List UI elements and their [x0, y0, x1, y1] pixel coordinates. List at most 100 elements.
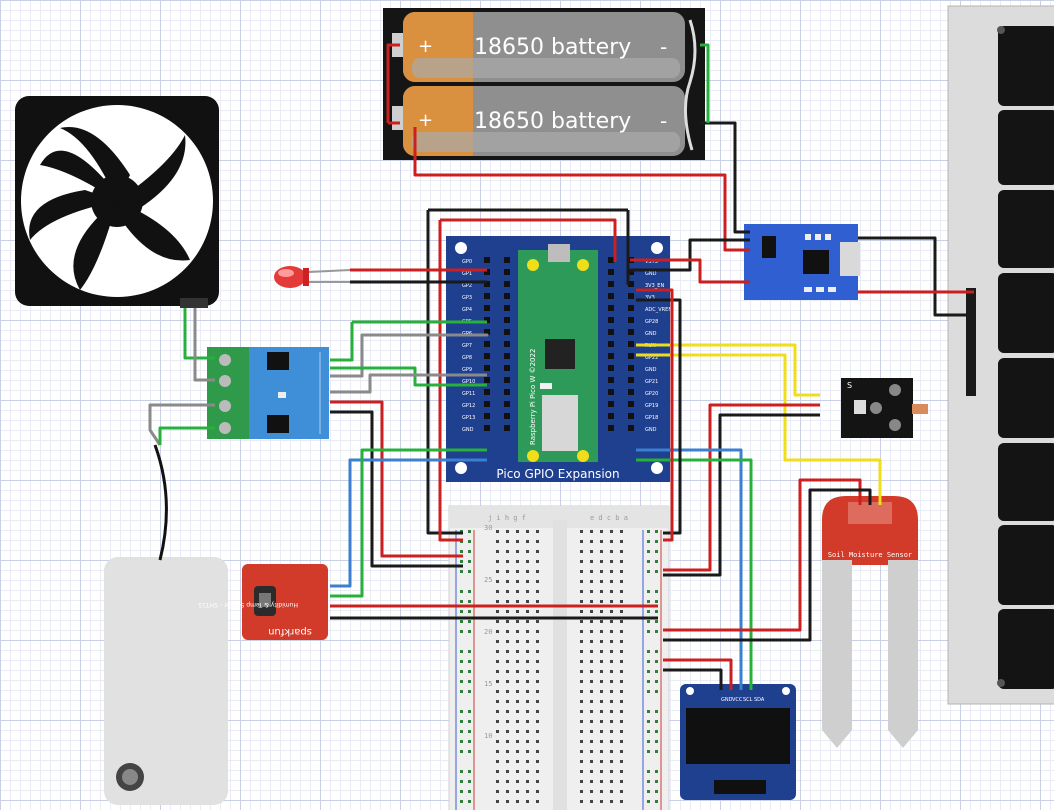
- breadboard-hole: [526, 670, 529, 673]
- ldr-signal-wire: [636, 343, 820, 397]
- battery-series-wire: [386, 43, 400, 123]
- cooling-fan[interactable]: [15, 96, 219, 308]
- battery-cell-1: + 18650 battery -: [403, 12, 685, 82]
- rail-hole: [655, 570, 658, 573]
- header-pin: [628, 413, 634, 419]
- pico-pin-label: 3V3: [645, 295, 655, 301]
- rail-hole: [460, 730, 463, 733]
- breadboard[interactable]: j i h g f e d c b a 30 25 20 15 10: [448, 505, 670, 810]
- pico-pin-label: GP1: [462, 271, 472, 277]
- breadboard-hole: [536, 590, 539, 593]
- breadboard-hole: [620, 620, 623, 623]
- rail-hole: [468, 560, 471, 563]
- header-pin: [504, 257, 510, 263]
- breadboard-hole: [620, 540, 623, 543]
- breadboard-hole: [580, 550, 583, 553]
- header-pin: [484, 317, 490, 323]
- breadboard-hole: [580, 650, 583, 653]
- breadboard-hole: [496, 530, 499, 533]
- breadboard-hole: [516, 630, 519, 633]
- ldr-gnd-wire: [663, 413, 820, 577]
- breadboard-hole: [536, 740, 539, 743]
- battery-spring: [683, 19, 697, 151]
- breadboard-hole: [580, 730, 583, 733]
- breadboard-hole: [590, 770, 593, 773]
- breadboard-hole: [600, 700, 603, 703]
- breadboard-hole: [580, 540, 583, 543]
- breadboard-row-number: 25: [484, 576, 492, 584]
- header-pin: [608, 281, 614, 287]
- breadboard-hole: [536, 580, 539, 583]
- breadboard-hole: [590, 670, 593, 673]
- header-pin: [484, 389, 490, 395]
- header-pin: [504, 365, 510, 371]
- rail-hole: [655, 650, 658, 653]
- red-led[interactable]: [274, 266, 351, 288]
- pico-expansion-label: Pico GPIO Expansion: [496, 467, 619, 481]
- rail-hole: [468, 620, 471, 623]
- oled-pin-label: SDA: [754, 697, 765, 703]
- rail-hole: [460, 630, 463, 633]
- header-pin: [504, 293, 510, 299]
- rail-hole: [655, 630, 658, 633]
- battery-to-charger-black: [700, 121, 750, 234]
- pico-pin-label: GND: [645, 427, 657, 433]
- breadboard-hole: [516, 710, 519, 713]
- sht-sensor-label: Humidity & Temp Sensor - SHT15: [198, 601, 298, 608]
- header-pin: [484, 365, 490, 371]
- battery-holder[interactable]: + 18650 battery - + 18650 battery -: [383, 8, 705, 160]
- breadboard-hole: [526, 700, 529, 703]
- breadboard-hole: [536, 680, 539, 683]
- solar-panel[interactable]: [947, 5, 1054, 705]
- breadboard-hole: [526, 600, 529, 603]
- rail-hole: [460, 650, 463, 653]
- breadboard-hole: [496, 540, 499, 543]
- breadboard-hole: [610, 590, 613, 593]
- breadboard-hole: [620, 760, 623, 763]
- breadboard-hole: [516, 530, 519, 533]
- breadboard-hole: [496, 660, 499, 663]
- breadboard-hole: [526, 530, 529, 533]
- breadboard-hole: [580, 780, 583, 783]
- breadboard-hole: [600, 800, 603, 803]
- motor-driver-module[interactable]: [207, 347, 329, 439]
- breadboard-hole: [516, 770, 519, 773]
- breadboard-hole: [506, 690, 509, 693]
- breadboard-hole: [506, 750, 509, 753]
- ldr-vcc-wire: [663, 403, 820, 572]
- header-pin: [504, 377, 510, 383]
- breadboard-hole: [536, 640, 539, 643]
- breadboard-hole: [496, 730, 499, 733]
- breadboard-hole: [526, 780, 529, 783]
- driver-chip: [267, 352, 289, 370]
- breadboard-hole: [526, 740, 529, 743]
- rail-hole: [468, 720, 471, 723]
- breadboard-hole: [526, 550, 529, 553]
- rail-hole: [655, 600, 658, 603]
- breadboard-hole: [536, 730, 539, 733]
- header-pin: [504, 389, 510, 395]
- humidity-temp-sensor[interactable]: Humidity & Temp Sensor - SHT15 sparkfun: [198, 564, 328, 640]
- header-pin: [608, 401, 614, 407]
- charger-module[interactable]: [744, 224, 860, 300]
- breadboard-hole: [610, 710, 613, 713]
- breadboard-hole: [610, 660, 613, 663]
- breadboard-hole: [580, 600, 583, 603]
- ldr-module[interactable]: S: [841, 378, 928, 438]
- water-pump[interactable]: [104, 557, 228, 805]
- battery-to-charger-red: [413, 127, 750, 252]
- rail-hole: [460, 720, 463, 723]
- breadboard-hole: [580, 660, 583, 663]
- soil-moisture-sensor[interactable]: Soil Moisture Sensor: [822, 496, 918, 748]
- oled-display[interactable]: GND VCC SCL SDA: [680, 684, 796, 800]
- driver-vcc-wire: [330, 400, 463, 558]
- pico-pin-label: GND: [462, 427, 474, 433]
- pico-expansion-board[interactable]: GP0GP1GP2GP3GP4GP5GP6GP7GP8GP9GP10GP11GP…: [446, 236, 671, 482]
- breadboard-hole: [516, 760, 519, 763]
- breadboard-hole: [600, 650, 603, 653]
- breadboard-hole: [536, 800, 539, 803]
- breadboard-hole: [526, 750, 529, 753]
- header-pin: [504, 341, 510, 347]
- rail-hole: [460, 740, 463, 743]
